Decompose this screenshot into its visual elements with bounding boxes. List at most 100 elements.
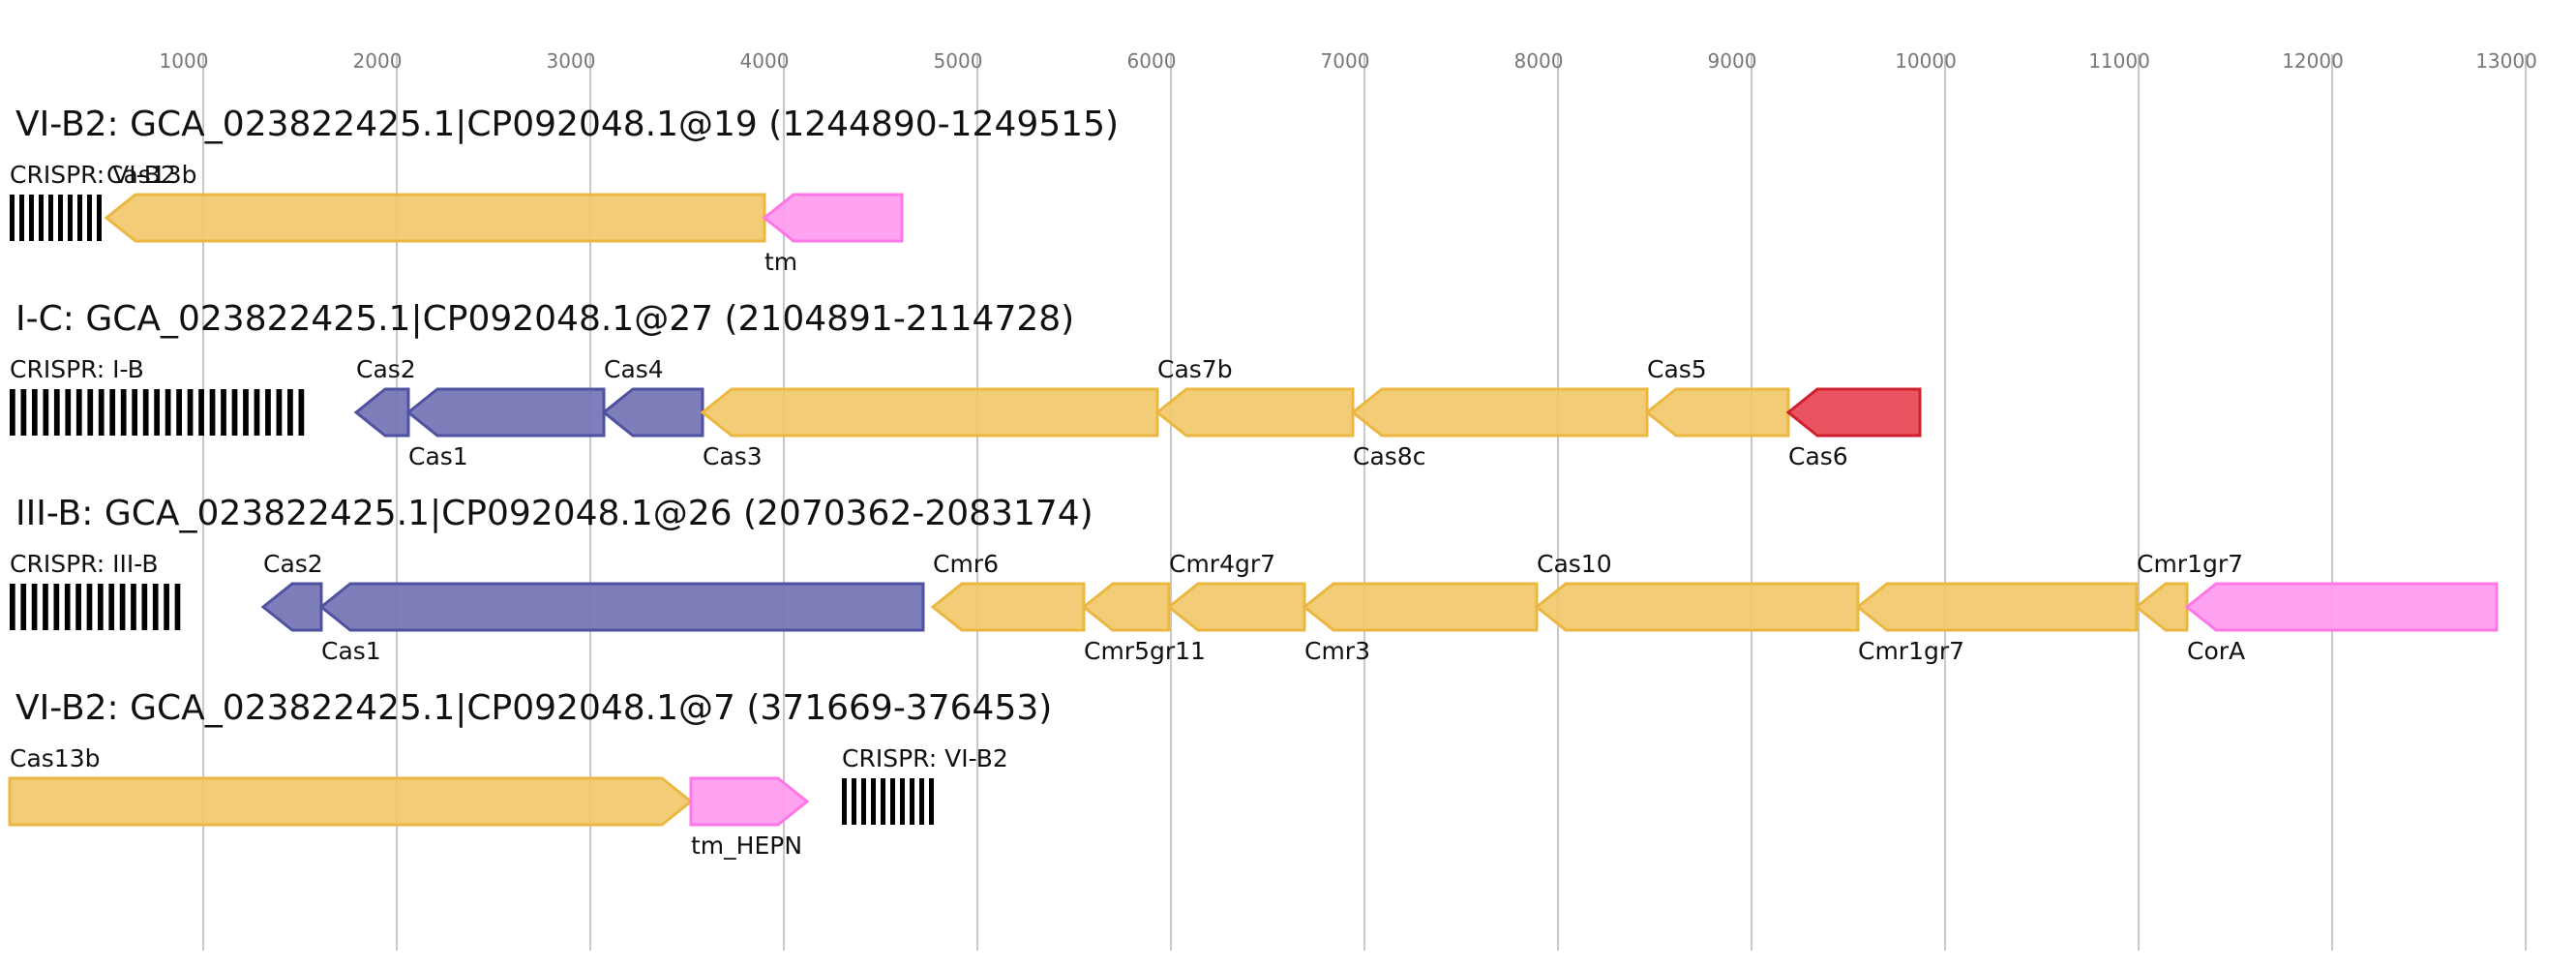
crispr-repeat-bar: [31, 389, 38, 436]
gene-arrow: [930, 582, 1086, 632]
gene-label: tm_HEPN: [691, 832, 802, 860]
gene-label: CorA: [2187, 637, 2245, 665]
gene-arrow: [1534, 582, 1860, 632]
crispr-repeat-bar: [43, 584, 48, 630]
gene-label: Cas13b: [10, 744, 100, 772]
crispr-repeat-bar: [890, 778, 895, 825]
crispr-repeat-bar: [165, 389, 171, 436]
crispr-repeat-bar: [221, 389, 226, 436]
crispr-repeat-bar: [75, 389, 82, 436]
locus-track: III-B: GCA_023822425.1|CP092048.1@26 (20…: [10, 494, 2499, 665]
crispr-repeat-bar: [176, 389, 182, 436]
gene-label: Cmr3: [1304, 637, 1370, 665]
tick-label: 11000: [2088, 49, 2150, 73]
crispr-repeat-bar: [164, 584, 169, 630]
locus-title: VI-B2: GCA_023822425.1|CP092048.1@19 (12…: [15, 105, 1119, 144]
crispr-repeat-bar: [20, 389, 27, 436]
gene-arrow: [1166, 582, 1306, 632]
crispr-repeat-bar: [10, 389, 15, 436]
gene-arrow: [318, 582, 925, 632]
tick-label: 5000: [934, 49, 983, 73]
gene-arrow: [1855, 582, 2139, 632]
gene-label: Cmr1gr7: [2137, 550, 2243, 578]
locus-track: I-C: GCA_023822425.1|CP092048.1@27 (2104…: [10, 299, 1922, 470]
gene-arrow: [104, 193, 766, 243]
crispr-repeat-bar: [910, 778, 914, 825]
gene-label: Cmr4gr7: [1169, 550, 1275, 578]
crispr-repeat-bar: [58, 195, 63, 241]
tick-label: 4000: [740, 49, 790, 73]
gene-arrow: [2184, 582, 2499, 632]
crispr-repeat-bar: [174, 584, 181, 630]
crispr-label: CRISPR: VI-B2: [10, 161, 176, 189]
gene-label: Cmr5gr11: [1084, 637, 1206, 665]
crispr-array: [10, 195, 102, 241]
locus-track: VI-B2: GCA_023822425.1|CP092048.1@19 (12…: [10, 105, 1119, 276]
locus-title: I-C: GCA_023822425.1|CP092048.1@27 (2104…: [15, 299, 1074, 339]
crispr-repeat-bar: [109, 389, 116, 436]
gene-label: tm: [764, 248, 797, 276]
loci-tracks: VI-B2: GCA_023822425.1|CP092048.1@19 (12…: [8, 105, 2499, 860]
crispr-repeat-bar: [87, 195, 92, 241]
gene-arrow: [2134, 582, 2189, 632]
locus-title: VI-B2: GCA_023822425.1|CP092048.1@7 (371…: [15, 688, 1052, 728]
crispr-repeat-bar: [53, 584, 60, 630]
crispr-array: [10, 389, 305, 436]
crispr-repeat-bar: [108, 584, 115, 630]
crispr-repeat-bar: [919, 778, 924, 825]
crispr-repeat-bar: [119, 584, 126, 630]
crispr-repeat-bar: [929, 778, 934, 825]
gene-label: Cas1: [408, 442, 468, 470]
crispr-repeat-bar: [231, 389, 238, 436]
crispr-repeat-bar: [29, 195, 34, 241]
crispr-repeat-bar: [20, 584, 27, 630]
gene-arrow: [700, 387, 1159, 438]
tick-label: 12000: [2282, 49, 2344, 73]
crispr-repeat-bar: [97, 195, 102, 241]
gene-arrow: [260, 582, 323, 632]
tick-label: 13000: [2475, 49, 2537, 73]
gene-arrow: [1644, 387, 1790, 438]
tick-label: 6000: [1127, 49, 1177, 73]
crispr-repeat-bar: [48, 195, 53, 241]
crispr-repeat-bar: [152, 584, 159, 630]
crispr-repeat-bar: [861, 778, 866, 825]
crispr-repeat-bar: [64, 584, 71, 630]
gene-arrow: [1350, 387, 1649, 438]
locus-title: III-B: GCA_023822425.1|CP092048.1@26 (20…: [15, 494, 1093, 533]
crispr-repeat-bar: [19, 195, 24, 241]
gene-arrow: [8, 776, 694, 827]
gene-arrow: [1154, 387, 1355, 438]
crispr-repeat-bar: [98, 584, 104, 630]
crispr-repeat-bar: [87, 389, 94, 436]
crispr-label: CRISPR: III-B: [10, 550, 159, 578]
tick-label: 8000: [1514, 49, 1564, 73]
tick-label: 1000: [160, 49, 209, 73]
crispr-repeat-bar: [86, 584, 93, 630]
crispr-repeat-bar: [881, 778, 885, 825]
crispr-repeat-bar: [154, 389, 160, 436]
crispr-repeat-bar: [39, 195, 44, 241]
crispr-repeat-bar: [141, 584, 148, 630]
gene-label: Cas8c: [1353, 442, 1425, 470]
crispr-repeat-bar: [852, 778, 856, 825]
crispr-repeat-bar: [198, 389, 204, 436]
tick-label: 9000: [1708, 49, 1757, 73]
crispr-repeat-bar: [276, 389, 283, 436]
crispr-repeat-bar: [77, 195, 82, 241]
crispr-repeat-bar: [287, 389, 293, 436]
crispr-repeat-bar: [871, 778, 876, 825]
crispr-repeat-bar: [187, 389, 194, 436]
gene-arrow: [601, 387, 704, 438]
crispr-repeat-bar: [98, 389, 105, 436]
crispr-repeat-bar: [842, 778, 847, 825]
gene-label: Cas2: [263, 550, 323, 578]
crispr-repeat-bar: [298, 389, 305, 436]
crispr-repeat-bar: [900, 778, 905, 825]
tick-label: 10000: [1895, 49, 1957, 73]
gene-arrow: [689, 776, 810, 827]
gene-label: Cas3: [703, 442, 763, 470]
crispr-repeat-bar: [120, 389, 127, 436]
crispr-repeat-bar: [75, 584, 81, 630]
